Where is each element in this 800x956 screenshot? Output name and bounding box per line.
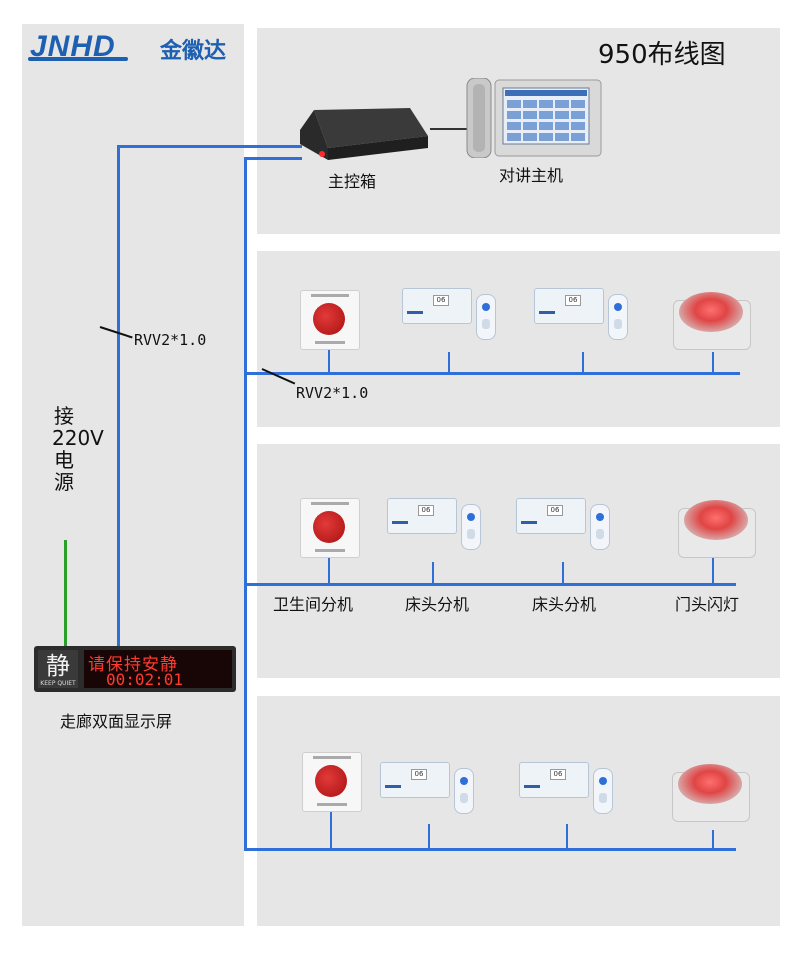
drop bbox=[328, 556, 330, 584]
unit-screen: 06 bbox=[547, 505, 563, 516]
bathroom-pull-switch bbox=[300, 290, 360, 350]
unit-screen: 06 bbox=[418, 505, 434, 516]
power-label: 接220V电源 bbox=[52, 404, 104, 494]
main-box-label: 主控箱 bbox=[328, 172, 377, 191]
door-lamp bbox=[672, 764, 750, 822]
main-control-box bbox=[300, 108, 430, 160]
room-panel-2 bbox=[257, 444, 780, 678]
bed-unit-label-1: 床头分机 bbox=[405, 595, 470, 614]
intercom-host-label: 对讲主机 bbox=[499, 166, 564, 185]
drop bbox=[428, 824, 430, 849]
brand-logo-cn: 金徽达 bbox=[160, 39, 227, 64]
wire-box-to-host bbox=[430, 128, 470, 130]
led-line-2: 00:02:01 bbox=[106, 670, 184, 689]
power-wire bbox=[64, 540, 67, 648]
unit-screen: 06 bbox=[565, 295, 581, 306]
wire-right-trunk bbox=[244, 157, 247, 850]
corridor-led-display: 静 KEEP QUIET 请保持安静 00:02:01 bbox=[34, 646, 236, 692]
wire-top-horizontal bbox=[117, 145, 302, 148]
bathroom-pull-switch bbox=[300, 498, 360, 558]
bedside-unit: 06 bbox=[534, 288, 630, 372]
unit-screen: 06 bbox=[550, 769, 566, 780]
bus-room-2 bbox=[244, 583, 736, 586]
bathroom-unit-label: 卫生间分机 bbox=[273, 595, 354, 614]
drop bbox=[448, 352, 450, 373]
unit-screen: 06 bbox=[411, 769, 427, 780]
drop bbox=[566, 824, 568, 849]
drop bbox=[328, 348, 330, 373]
drop bbox=[562, 562, 564, 584]
bed-unit-label-2: 床头分机 bbox=[532, 595, 597, 614]
display-label: 走廊双面显示屏 bbox=[60, 712, 173, 731]
drop bbox=[330, 812, 332, 849]
bedside-unit: 06 bbox=[516, 498, 612, 582]
led-left-char: 静 bbox=[38, 650, 78, 688]
wire-left-trunk bbox=[117, 145, 120, 647]
cable-2-label: RVV2*1.0 bbox=[296, 384, 369, 402]
led-line-1: 请保持安静 bbox=[88, 655, 178, 675]
led-red-panel bbox=[84, 650, 232, 688]
led-left-sub: KEEP QUIET bbox=[40, 680, 76, 687]
drop bbox=[582, 352, 584, 373]
drop bbox=[712, 556, 714, 584]
left-panel bbox=[22, 24, 244, 926]
bedside-unit: 06 bbox=[519, 762, 615, 846]
bathroom-pull-switch bbox=[302, 752, 362, 812]
bus-room-1 bbox=[244, 372, 740, 375]
drop bbox=[712, 830, 714, 849]
wire-to-box bbox=[244, 157, 302, 160]
page-title: 950布线图 bbox=[598, 40, 726, 70]
door-lamp bbox=[673, 292, 751, 350]
door-lamp bbox=[678, 500, 756, 558]
bus-room-3 bbox=[244, 848, 736, 851]
drop bbox=[432, 562, 434, 584]
unit-screen: 06 bbox=[433, 295, 449, 306]
intercom-host bbox=[465, 77, 603, 159]
bedside-unit: 06 bbox=[380, 762, 476, 846]
brand-swoosh-icon bbox=[28, 57, 128, 61]
drop bbox=[712, 352, 714, 373]
bedside-unit: 06 bbox=[387, 498, 483, 582]
door-lamp-label: 门头闪灯 bbox=[675, 595, 740, 614]
bedside-unit: 06 bbox=[402, 288, 498, 372]
cable-1-label: RVV2*1.0 bbox=[134, 331, 207, 349]
